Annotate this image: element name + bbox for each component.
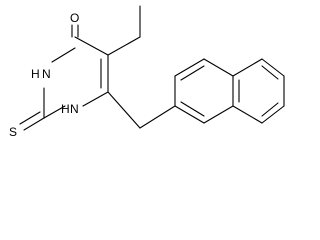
atom-n3-hydrogen: H [31, 67, 40, 81]
bond-c6-ch2 [107, 91, 141, 129]
bond-ring-b-2-double [261, 65, 279, 80]
bond-ring-a-6 [174, 105, 205, 124]
bond-ring-a-3 [203, 58, 234, 77]
bond-ring-a-6-double [180, 101, 205, 117]
bond-n1-c2 [43, 105, 66, 119]
bond-ch2-naphthyl [139, 105, 176, 129]
bond-n3-c4 [51, 47, 76, 63]
bond-c4-c5 [74, 36, 109, 56]
bond-c2-s [23, 117, 45, 131]
bond-ring-a-2-double [180, 65, 205, 81]
bond-c6-n1 [82, 91, 109, 107]
atom-n1-hydrogen: H [61, 102, 70, 116]
bond-ring-b-1 [232, 58, 263, 77]
bond-ring-b-5 [232, 105, 263, 124]
atom-oxygen: O [70, 11, 79, 25]
atom-n1: N [70, 102, 79, 116]
atom-n3: N [42, 67, 51, 81]
chemical-structure: O H N H N S [9, 5, 285, 139]
bond-c2-s-double [19, 111, 41, 125]
bond-ring-a-5 [203, 105, 234, 124]
atom-sulfur: S [9, 125, 17, 139]
bond-c5-ethyl [107, 36, 141, 56]
bond-ring-a-2 [174, 58, 205, 77]
bond-ring-b-4 [261, 105, 285, 124]
bond-ring-b-4-double [261, 102, 279, 117]
bond-ring-b-2 [261, 58, 285, 77]
